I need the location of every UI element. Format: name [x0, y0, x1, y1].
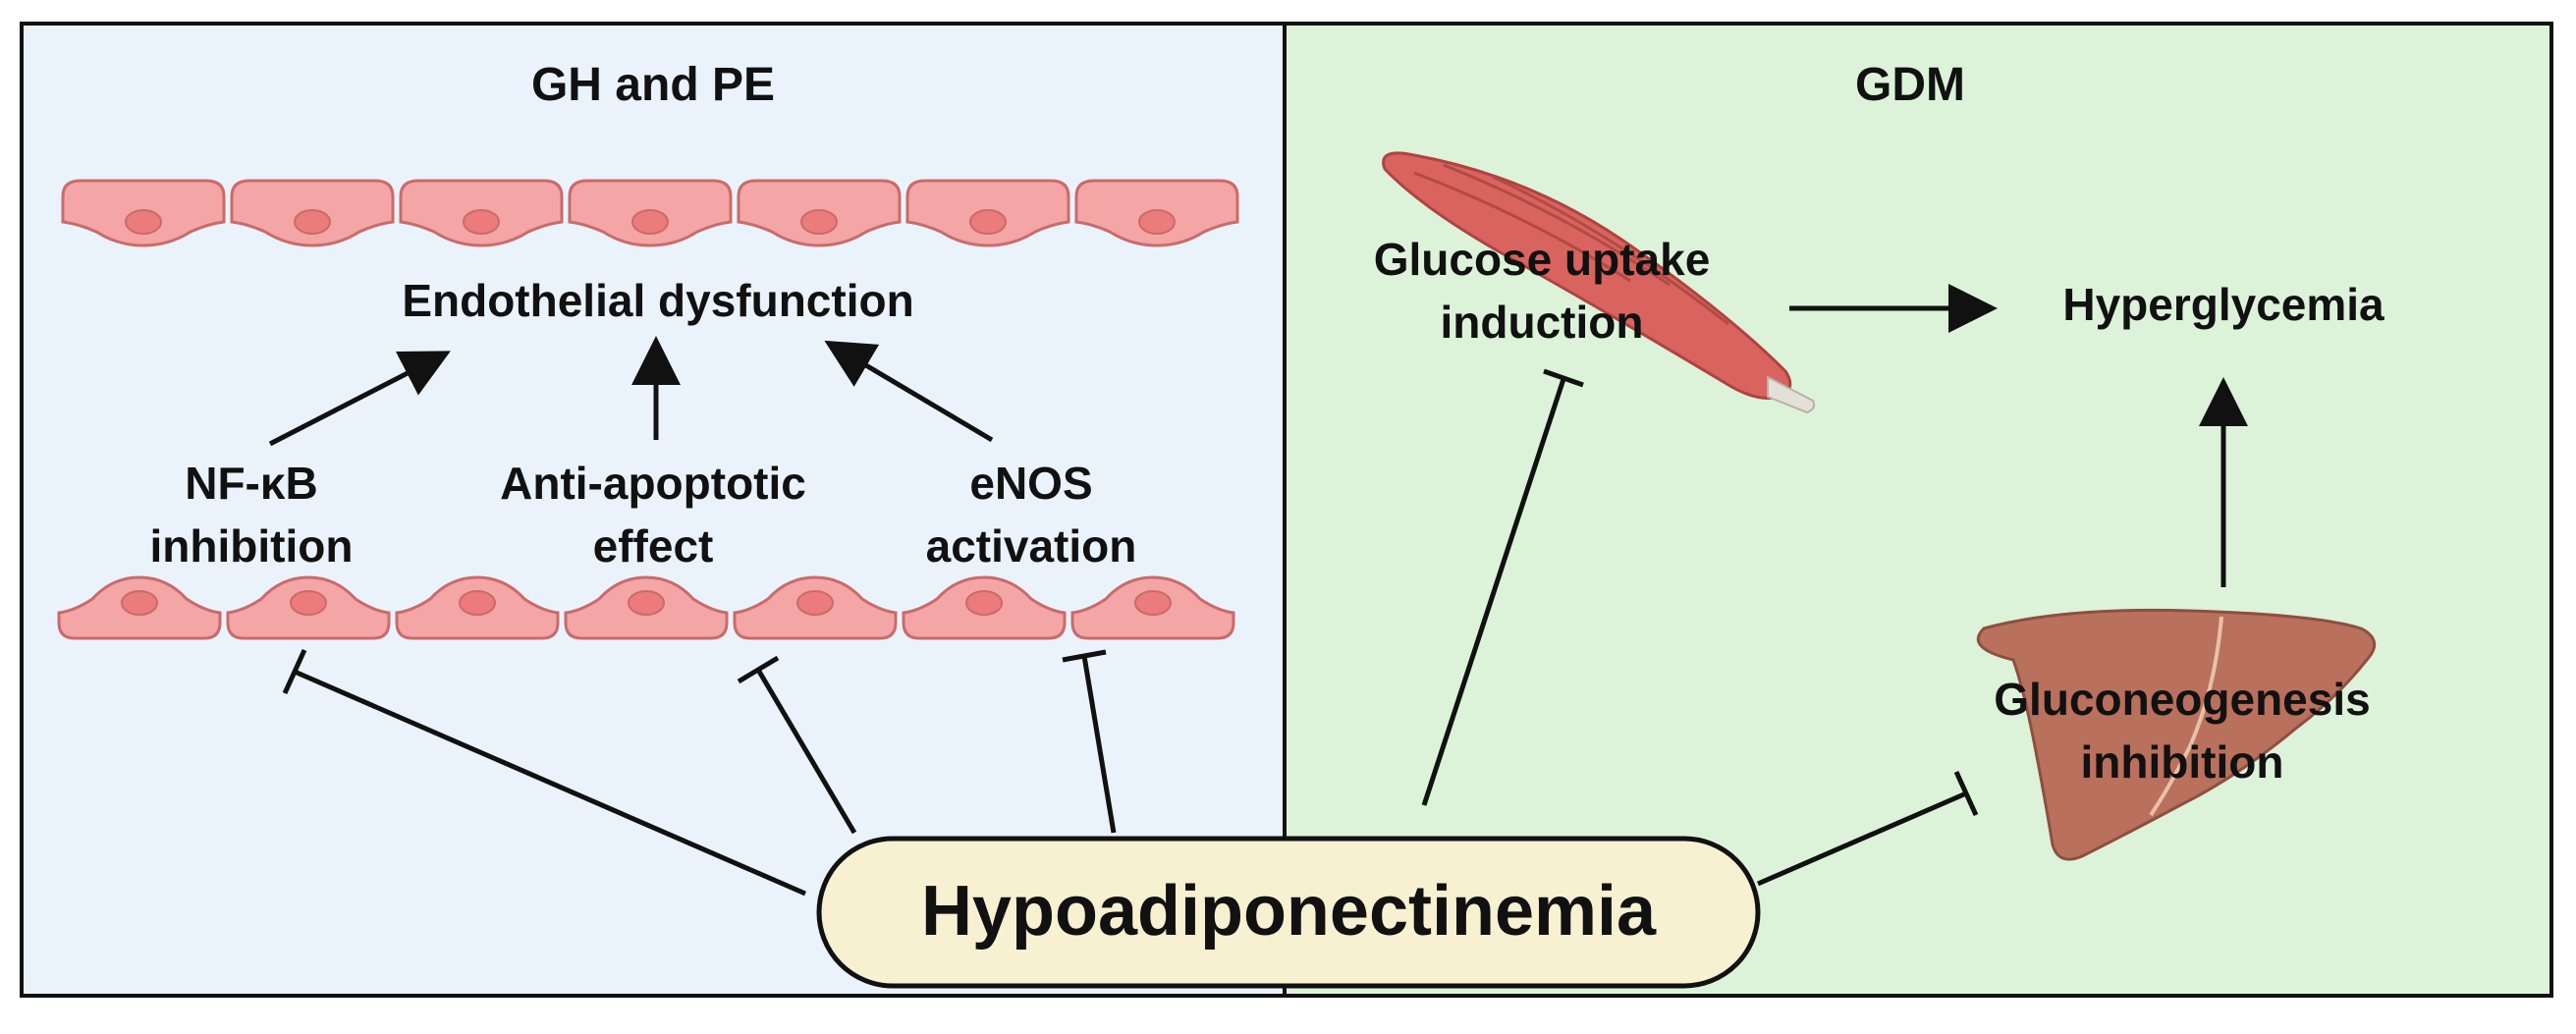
inhibition-to-anti-apoptotic: [737, 655, 857, 835]
hyperglycemia-label: Hyperglycemia: [2062, 279, 2384, 330]
glucose-uptake-label-line2: induction: [1441, 297, 1644, 348]
arrow-nfkb-to-dysfunction: [268, 351, 451, 447]
arrow-enos-to-dysfunction: [824, 340, 994, 443]
hypoadiponectinemia-node: [816, 836, 1761, 989]
liver-icon: [1976, 608, 2377, 861]
anti-apoptotic-label-line2: effect: [593, 520, 714, 571]
inhibition-to-glucose-uptake: [1421, 368, 1584, 806]
inhibition-to-nfkb: [282, 648, 806, 897]
enos-label-line1: eNOS: [969, 458, 1092, 509]
gluconeogenesis-label-line2: inhibition: [2081, 736, 2284, 788]
nfkb-label-line1: NF-κB: [185, 458, 318, 509]
enos-label-line2: activation: [926, 520, 1137, 571]
anti-apoptotic-label-line1: Anti-apoptotic: [500, 458, 806, 509]
gh-pe-title: GH and PE: [531, 59, 775, 111]
hypoadiponectinemia-label: Hypoadiponectinemia: [921, 872, 1657, 951]
inhibition-to-gluconeogenesis: [1757, 770, 1979, 887]
glucose-uptake-label-line1: Glucose uptake: [1374, 234, 1711, 285]
inhibition-to-enos: [1062, 649, 1117, 834]
endothelial-dysfunction-label: Endothelial dysfunction: [402, 275, 913, 326]
nfkb-label-line2: inhibition: [150, 520, 354, 571]
muscle-icon: [1382, 151, 1816, 414]
gdm-title: GDM: [1855, 59, 1965, 111]
gluconeogenesis-label-line1: Gluconeogenesis: [1994, 674, 2370, 725]
